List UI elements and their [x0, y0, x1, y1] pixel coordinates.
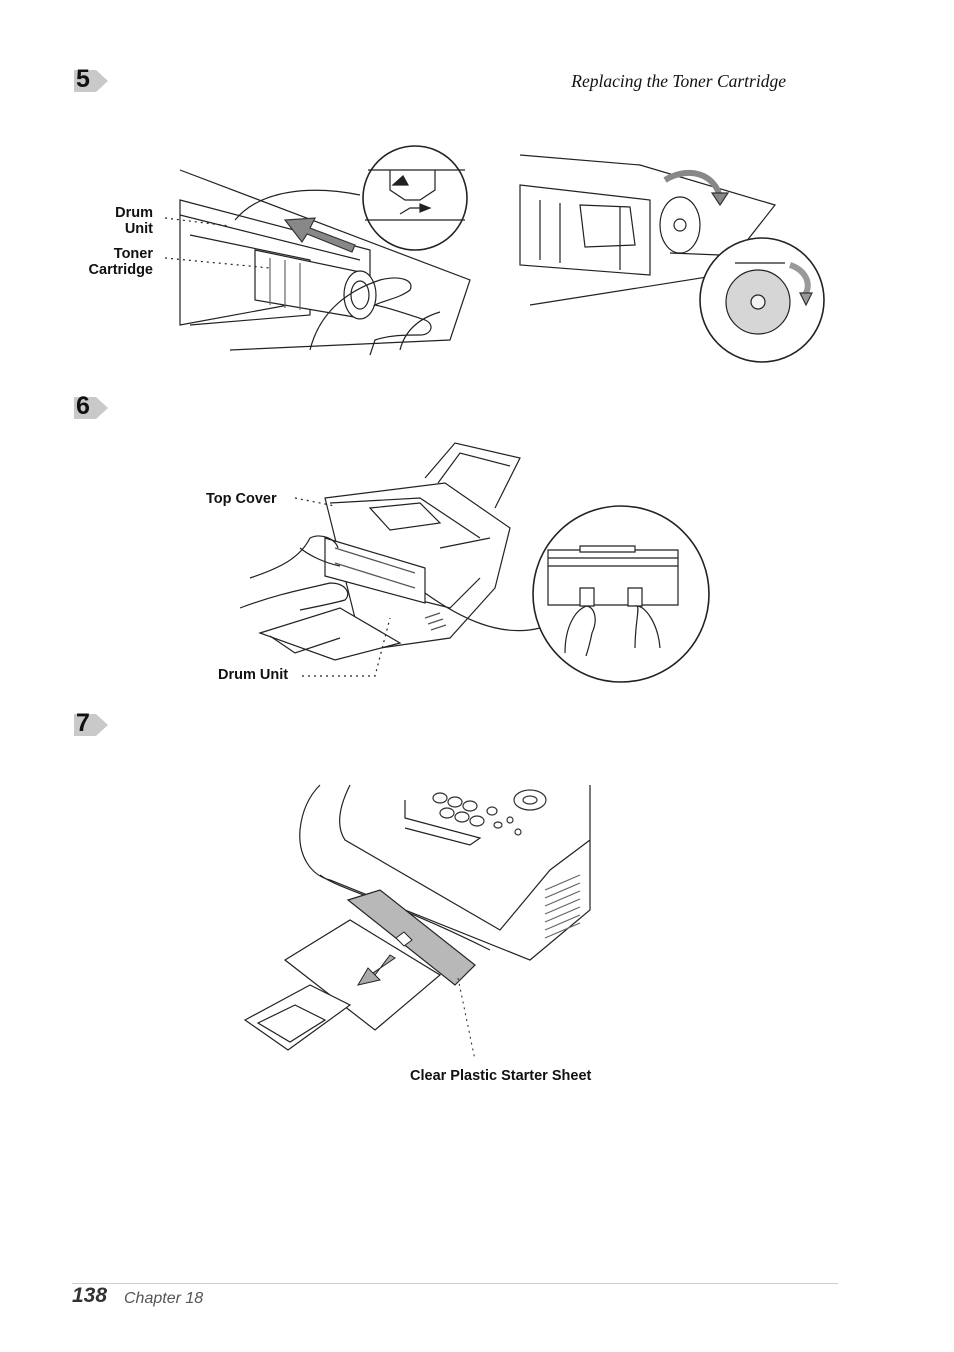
- step-6-badge: 6: [74, 392, 114, 421]
- label-drum-unit-fig6: Drum Unit: [218, 667, 289, 683]
- drum-installation-illustration: [240, 438, 710, 688]
- label-top-cover: Top Cover: [206, 491, 277, 507]
- label-drum-unit: Drum Unit: [80, 205, 153, 237]
- label-clear-plastic-starter-sheet: Clear Plastic Starter Sheet: [410, 1068, 592, 1084]
- running-header: Replacing the Toner Cartridge: [571, 71, 786, 91]
- step-5-badge: 5: [74, 65, 114, 94]
- step-7-badge: 7: [74, 709, 114, 738]
- chapter-label: Chapter 18: [124, 1290, 204, 1307]
- step-arrow-icon: [74, 714, 108, 736]
- label-drum-unit-text: Drum Unit: [115, 205, 153, 237]
- step-number: 5: [76, 65, 90, 93]
- starter-sheet-illustration: [240, 780, 600, 1070]
- step-arrow-icon: [74, 70, 108, 92]
- footer-rule: [72, 1283, 838, 1284]
- step-number: 7: [76, 709, 90, 737]
- step-arrow-icon: [74, 397, 108, 419]
- toner-insertion-illustration: [70, 140, 490, 360]
- label-toner-cartridge: Toner Cartridge: [72, 246, 153, 278]
- lever-rotation-illustration: [520, 145, 830, 375]
- step-number: 6: [76, 392, 90, 420]
- label-toner-cartridge-text: Toner Cartridge: [88, 246, 153, 278]
- page-number: 138: [72, 1284, 108, 1307]
